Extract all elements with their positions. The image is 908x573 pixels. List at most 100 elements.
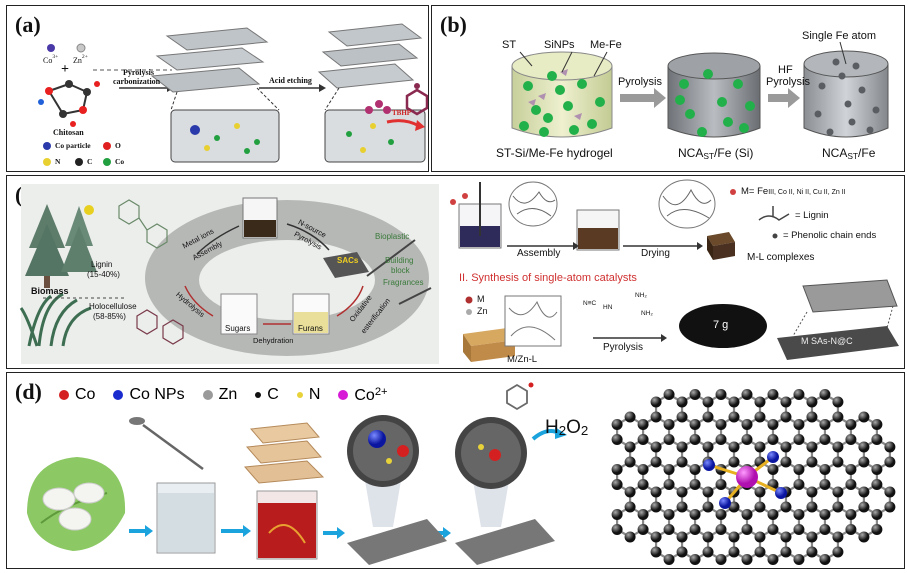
carbon-sheets-stack-2 <box>317 23 423 89</box>
sun-icon <box>84 205 94 215</box>
co-legend-dot-icon <box>59 390 69 400</box>
dehydration-label: Dehydration <box>253 336 294 345</box>
carbonization-label: carbonization <box>113 77 161 86</box>
h2o2-label: H2O2 <box>545 417 589 438</box>
panel-b-label: (b) <box>440 12 467 37</box>
drying-label: Drying <box>641 248 670 259</box>
graphene-lattice-model <box>611 389 896 565</box>
msas-label: M SAs-N@C <box>801 336 853 346</box>
n-legend-dot-icon <box>296 392 303 398</box>
lignin-label: Lignin <box>91 260 113 269</box>
sacs-sheet-icon <box>323 252 369 278</box>
furans-beaker-icon <box>292 293 330 335</box>
lignin-key-icon <box>758 206 790 221</box>
polymer-network-zoom-1 <box>508 181 558 227</box>
polymer-network-zoom-2 <box>658 179 716 229</box>
m-key-icon <box>465 296 473 304</box>
legend-co-nps: Co NPs <box>113 386 185 404</box>
key-co: Co <box>115 157 125 166</box>
chitosan-molecule-icon <box>38 80 100 127</box>
pine-tree-icon <box>25 204 97 288</box>
panel-a-label: (a) <box>15 12 41 37</box>
grass-icon <box>19 292 92 347</box>
legend-c: C <box>255 386 279 404</box>
mzn-l-label: M/Zn-L <box>507 354 538 365</box>
zoom-box-2 <box>324 109 426 163</box>
hf-pyrolysis-label: Pyrolysis <box>766 76 811 88</box>
c-legend-dot-icon <box>255 392 262 398</box>
co3-ion-icon <box>47 44 55 52</box>
fragrances-label: Fragrances <box>383 278 424 287</box>
sugars-beaker-icon <box>220 293 258 335</box>
co-nps-zoom-sphere <box>347 415 447 565</box>
zn2-ion-icon <box>76 43 86 53</box>
nh2-top-label: NH₂ <box>635 292 647 299</box>
legend-co2: Co2+ <box>338 386 388 405</box>
c-key-icon <box>75 158 83 166</box>
red-solution-beaker-icon <box>256 490 318 560</box>
step-arrow-1-icon <box>129 525 153 537</box>
metal-definition-label: M= FeIII, Co II, Ni II, Cu II, Zn II <box>741 186 846 197</box>
acid-etching-label: Acid etching <box>269 76 312 85</box>
lignin-key-label: = Lignin <box>795 210 829 221</box>
stacked-sheets-icon <box>243 422 325 484</box>
product-molecule-icon <box>405 83 428 116</box>
legend-n: N <box>296 386 320 404</box>
chitosan-label: Chitosan <box>53 128 84 137</box>
sacs-label: SACs <box>337 256 359 265</box>
synthesis-title: II. Synthesis of single-atom catalysts <box>459 272 637 284</box>
co-particle-key-icon <box>43 142 51 150</box>
pyrolysis-label: Pyrolysis <box>618 76 663 88</box>
lignin-percent: (15-40%) <box>87 270 120 279</box>
assembly-label: Assembly <box>517 248 561 259</box>
biomass-label: Biomass <box>31 286 69 296</box>
zn2-label: Zn2+ <box>73 54 88 65</box>
tbhp-label: TBHP <box>392 109 412 117</box>
mzn-l-block-icon <box>463 328 515 362</box>
co-single-atom-zoom-sphere <box>455 417 555 565</box>
step-arrow-2-icon <box>221 525 251 537</box>
bioplastic-label: Bioplastic <box>375 232 410 241</box>
hf-label: HF <box>778 64 793 76</box>
block-label: block <box>391 266 410 275</box>
legend-zn: Zn <box>202 386 237 404</box>
seven-grams-label: 7 g <box>713 319 729 331</box>
panel-c-art <box>19 179 899 364</box>
key-o: O <box>115 141 121 150</box>
co-nps-legend-dot-icon <box>113 390 124 400</box>
water-beaker-icon <box>129 417 216 554</box>
catalyst-sheet-icon <box>777 279 899 360</box>
panel-c: (c) <box>6 175 905 369</box>
hn-label: HN <box>603 304 613 311</box>
phenol-molecule-icon <box>506 382 534 411</box>
mefe-label: Me-Fe <box>590 39 622 51</box>
co2-legend-dot-icon <box>338 390 349 400</box>
lignin-beaker-icon <box>242 197 278 239</box>
panel-d-art <box>27 382 896 565</box>
single-fe-atom-label: Single Fe atom <box>802 30 876 42</box>
cellulose-structure-icon <box>136 309 184 345</box>
metal-ion-key-icon <box>730 189 736 195</box>
step-arrow-4-icon <box>429 527 451 539</box>
zn-key-label: Zn <box>477 306 488 316</box>
hydrogel-cylinder <box>511 51 613 138</box>
zoom-box-1 <box>170 109 280 163</box>
nca-fe-label: NCAST/Fe <box>822 146 876 161</box>
key-n: N <box>55 157 61 166</box>
building-label: Building <box>385 256 414 265</box>
panel-a-art <box>38 23 428 166</box>
key-c: C <box>87 157 93 166</box>
pyrolysis-arrow-icon <box>620 88 666 108</box>
zn-key-icon <box>466 309 472 315</box>
stirring-beaker-icon <box>450 182 502 249</box>
nca-fe-si-label: NCAST/Fe (Si) <box>678 146 754 161</box>
zn-legend-dot-icon <box>202 390 213 400</box>
key-co-particle: Co particle <box>55 141 91 150</box>
holocellulose-label: Holocellulose <box>89 302 137 311</box>
panel-b: (b) ST SiNPs Me <box>431 5 905 172</box>
plus-sign: + <box>61 62 69 77</box>
panel-b-art <box>511 41 889 138</box>
pyrolysis-label: Pyrolysis <box>123 68 154 77</box>
m-key-label: M <box>477 294 485 304</box>
step-arrow-3-icon <box>323 527 345 539</box>
